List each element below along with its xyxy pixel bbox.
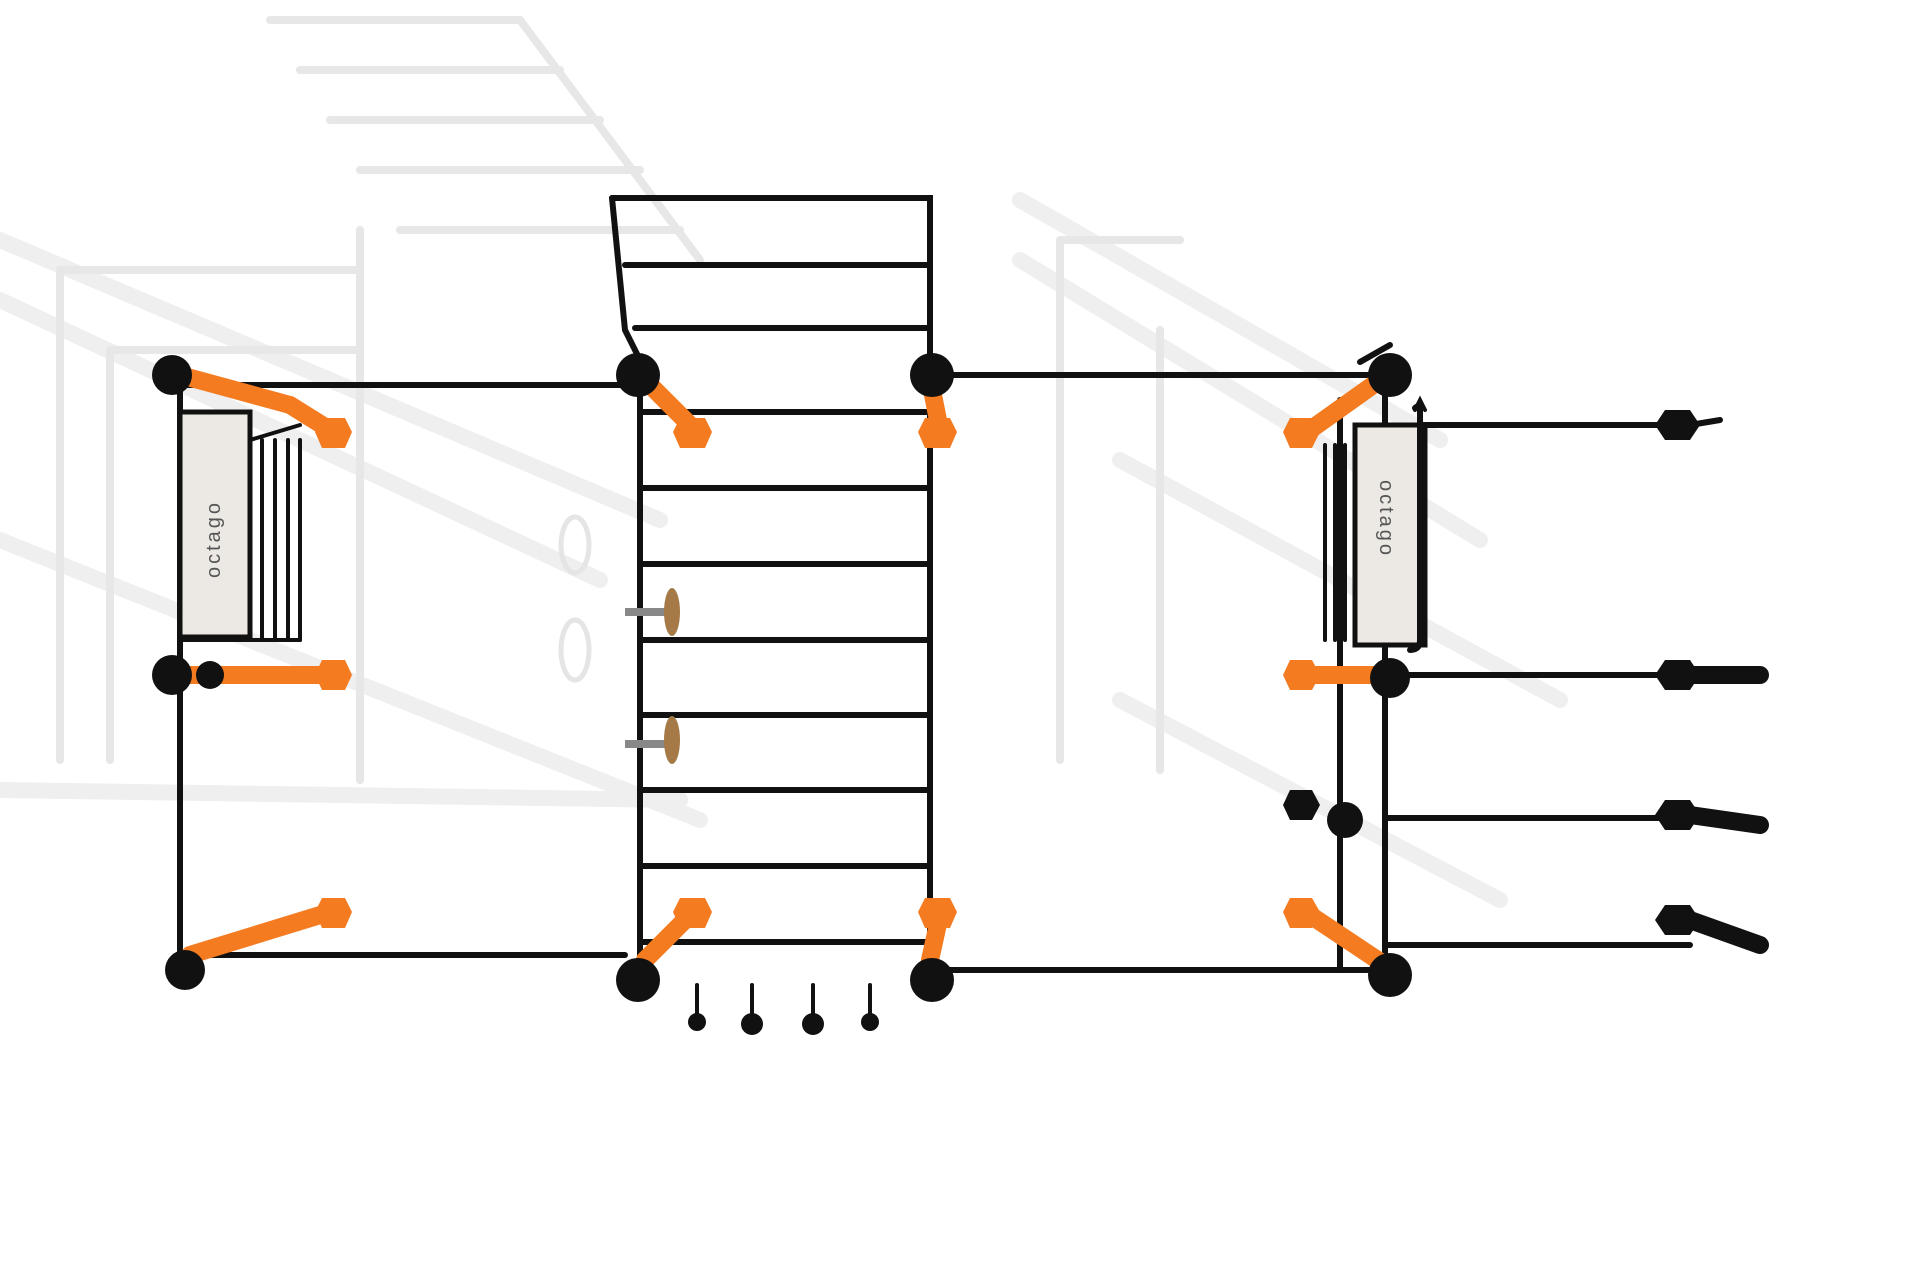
wall-bars-right (1323, 443, 1357, 642)
wall-bars-left (178, 423, 302, 642)
branded-panel-left (177, 409, 253, 640)
left-module: octago (152, 355, 628, 990)
hanging-rings (688, 983, 879, 1035)
right-module: octago (1283, 342, 1769, 997)
wall-anchors-right (1655, 410, 1769, 954)
logo-text-right: octago (1375, 480, 1397, 558)
branded-panel-right (1352, 422, 1428, 648)
logo-text-left: octago (203, 500, 225, 578)
center-ladder-module (609, 195, 1398, 1035)
ghost-background (0, 16, 1568, 908)
dip-handles (625, 588, 680, 764)
